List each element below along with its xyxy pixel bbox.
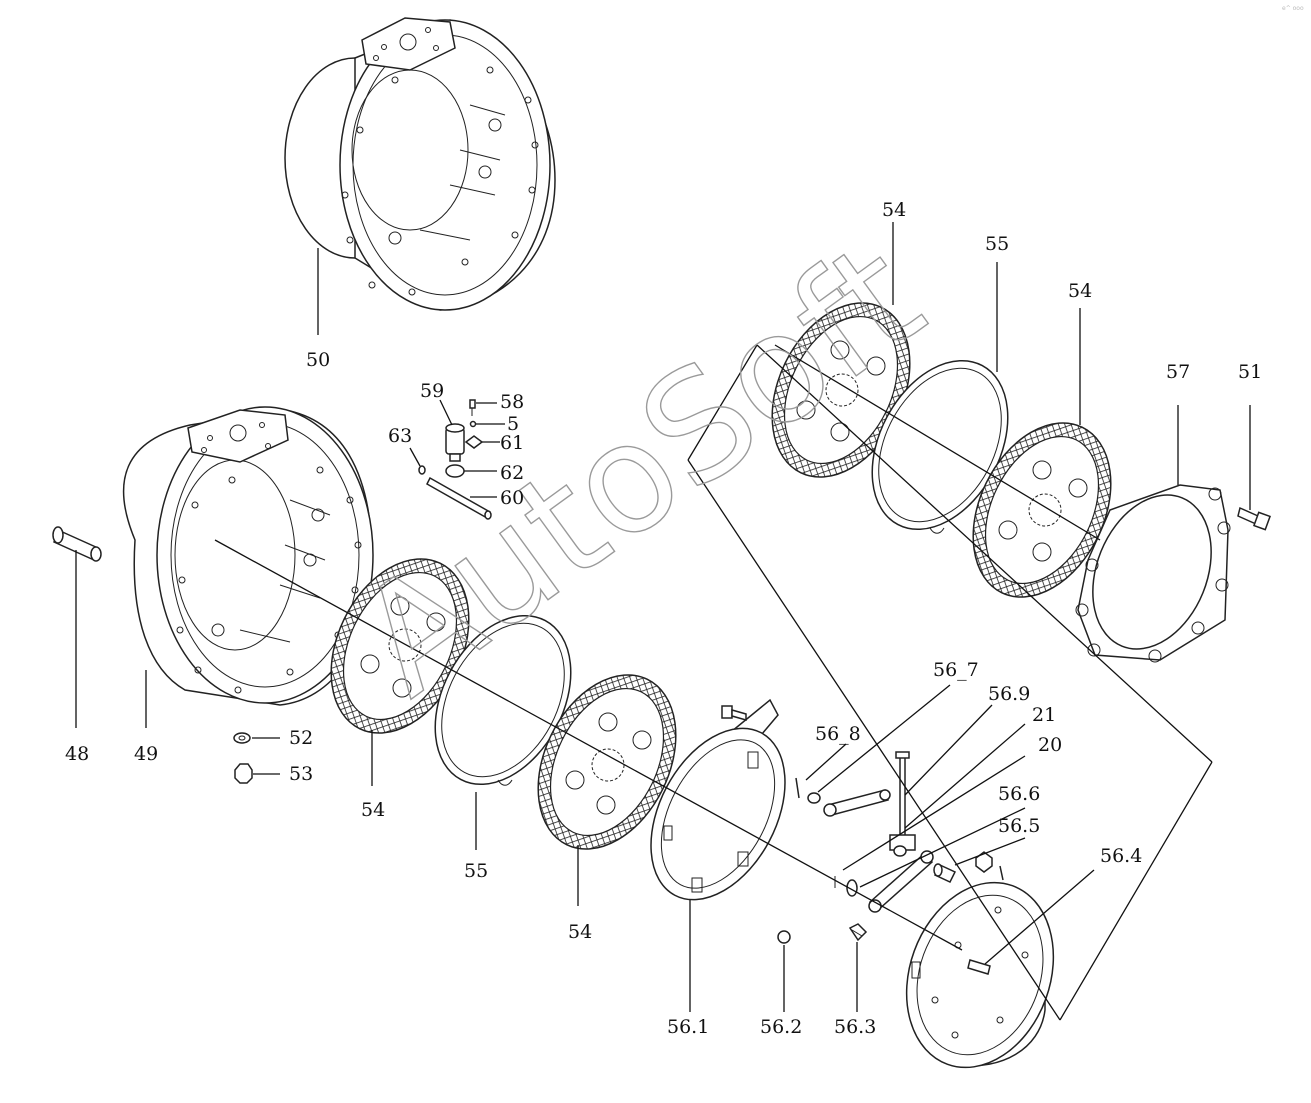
label-59: 59	[420, 380, 444, 402]
cotter-56-5	[999, 865, 1004, 881]
label-54-a: 54	[361, 799, 385, 821]
washer-56-7	[807, 792, 821, 804]
label-54-b: 54	[568, 921, 592, 943]
label-56-2: 56.2	[760, 1016, 802, 1038]
label-50: 50	[306, 349, 330, 371]
label-53: 53	[289, 763, 313, 785]
shaft-60	[426, 476, 492, 520]
pin-56-8	[795, 777, 800, 799]
label-55-a: 55	[464, 860, 488, 882]
label-55-b: 55	[985, 233, 1009, 255]
separator-plate-55-lower	[434, 614, 572, 786]
label-63: 63	[388, 425, 412, 447]
lever-56-7	[823, 789, 891, 817]
label-49: 49	[134, 743, 158, 765]
valve-59	[445, 423, 465, 462]
label-21: 21	[1032, 704, 1056, 726]
label-56-1: 56.1	[667, 1016, 709, 1038]
label-5: 5	[507, 413, 519, 435]
friction-disc-54-upper-b	[972, 422, 1112, 598]
label-56-7: 56_7	[933, 659, 979, 681]
bolt-56-1	[721, 705, 747, 721]
label-56-9: 56.9	[988, 683, 1030, 705]
label-62: 62	[500, 462, 524, 484]
label-51: 51	[1238, 361, 1262, 383]
rod-56-9	[889, 751, 916, 857]
spring-56-3	[848, 923, 868, 942]
housing-50	[284, 17, 556, 311]
label-58: 58	[500, 391, 524, 413]
label-56-8: 56_8	[815, 723, 861, 745]
label-54-c: 54	[882, 199, 906, 221]
label-56-3: 56.3	[834, 1016, 876, 1038]
label-48: 48	[65, 743, 89, 765]
friction-disc-54-lower-a	[330, 558, 470, 734]
bolt-58	[469, 399, 476, 416]
retainer-plate-57	[1075, 484, 1231, 663]
friction-disc-54-upper-a	[771, 302, 911, 478]
washer-5	[469, 420, 477, 428]
label-61: 61	[500, 432, 524, 454]
nut-53	[234, 763, 253, 784]
plate-61	[464, 435, 484, 449]
roller-56-6	[834, 876, 858, 897]
label-52: 52	[289, 727, 313, 749]
arm-56-6	[868, 850, 934, 913]
cover-56-4	[905, 881, 1055, 1069]
corner-mark: e^ ooo	[1282, 5, 1304, 12]
nut-56-5	[975, 851, 993, 873]
o-ring-62	[445, 464, 465, 478]
washer-52	[233, 732, 251, 744]
label-56-5: 56.5	[998, 815, 1040, 837]
bolt-51	[1237, 506, 1271, 531]
label-57: 57	[1166, 361, 1190, 383]
bushing-56-5	[933, 863, 957, 883]
label-60: 60	[500, 487, 524, 509]
plug-63	[418, 465, 426, 475]
label-56-4: 56.4	[1100, 845, 1142, 867]
pin-48	[52, 526, 102, 562]
label-54-d: 54	[1068, 280, 1092, 302]
label-56-6: 56.6	[998, 783, 1040, 805]
label-20: 20	[1038, 734, 1062, 756]
pressure-plate-56-1	[650, 698, 786, 901]
ball-56-2	[777, 930, 791, 944]
friction-disc-54-lower-b	[537, 674, 677, 850]
